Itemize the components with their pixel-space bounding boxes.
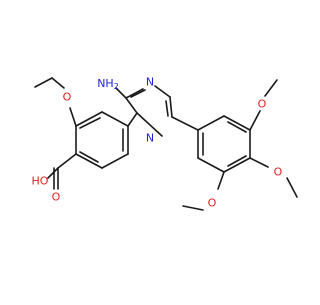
bond-pyr-a — [125, 97, 138, 114]
label-amine: NH2 — [97, 77, 119, 91]
bond-methoxy-top-1 — [249, 110, 261, 131]
molecule-structure: NH2 N N O O HO O O O — [32, 76, 298, 211]
bond-ring1-double-1 — [79, 117, 101, 129]
bond-methoxy-mid-2 — [286, 177, 298, 198]
bond-methoxy-mid-1 — [249, 157, 269, 168]
label-methoxy-top-o: O — [258, 98, 267, 111]
structure-canvas: NH2 N N O O HO O O O — [32, 76, 298, 211]
bond-pyr-e — [136, 112, 163, 137]
bond-ring1-d — [101, 153, 129, 169]
bond-ring2-double-1 — [227, 121, 247, 133]
bond-methoxy-bot-1 — [217, 171, 225, 190]
bond-ring1-b — [101, 111, 129, 127]
bond-ether-o-ring — [69, 107, 77, 127]
bond-ethyl-ch3 — [34, 77, 53, 88]
bond-biaryl-2 — [171, 116, 199, 131]
bond-ring2-d — [223, 157, 251, 173]
label-methoxy-mid-o: O — [274, 166, 283, 179]
bond-ring1-e — [75, 153, 103, 169]
bond-pyr-double-1 — [130, 89, 146, 98]
label-acid-oh: HO — [32, 175, 49, 188]
bond-ring2-a — [197, 115, 225, 131]
bond-ring2-b — [223, 115, 251, 131]
bond-methoxy-top-2 — [264, 79, 278, 97]
bond-pyr-b — [125, 88, 144, 99]
bond-biaryl-1 — [127, 112, 138, 127]
bond-ring-carboxyl — [57, 153, 77, 169]
bonds — [34, 77, 298, 211]
bond-ring1-double-3 — [79, 151, 99, 163]
bond-ring1-a — [75, 111, 103, 127]
bond-ethyl-ch2-o — [51, 77, 65, 89]
label-ring-n-top: N — [146, 76, 154, 89]
label-ether-o: O — [63, 91, 72, 104]
bond-ring2-e — [197, 157, 225, 173]
atom-labels: NH2 N N O O HO O O O — [32, 76, 283, 210]
bond-amine — [115, 87, 127, 99]
bond-pyr-c — [154, 85, 171, 98]
bond-pyr-double-2 — [165, 100, 169, 117]
bond-methoxy-bot-2 — [182, 205, 204, 211]
label-methoxy-bottom-o: O — [208, 197, 217, 210]
label-carbonyl-o: O — [52, 191, 61, 204]
bond-ring2-double-2 — [227, 155, 247, 167]
bond-pyr-d — [169, 96, 173, 118]
bond-carboxyl-oh — [47, 167, 59, 179]
label-ring-n-bottom: N — [146, 132, 154, 145]
